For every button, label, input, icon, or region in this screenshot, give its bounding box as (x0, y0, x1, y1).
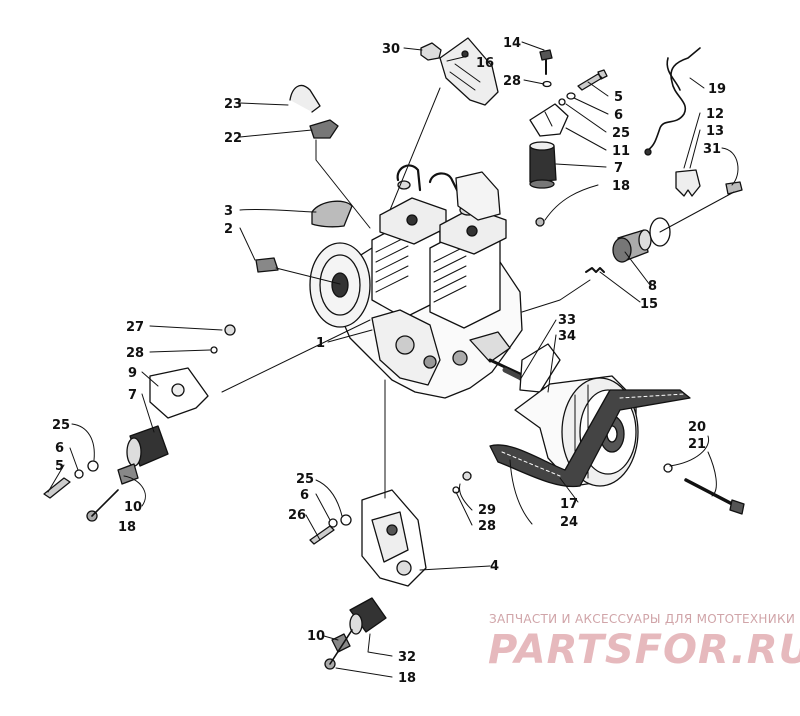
bracket-16 (439, 37, 499, 106)
bolt-5a (577, 69, 608, 91)
callout-33: 33 (558, 313, 576, 328)
cable-19 (647, 47, 701, 151)
callout-18: 18 (612, 179, 630, 194)
lockwasher-25a (558, 98, 566, 106)
washer-28b (210, 346, 218, 354)
bolt-26 (309, 525, 335, 545)
bolt-14 (539, 49, 553, 75)
callout-5: 5 (614, 90, 623, 105)
bolt-21 (684, 478, 745, 515)
lockwasher-25c (340, 514, 352, 526)
callout-labels: 30 16 14 28 5 6 25 11 7 18 19 12 13 31 2… (52, 36, 726, 686)
belt-24 (489, 389, 691, 488)
washer-6c (328, 518, 338, 528)
yoke-12 (675, 169, 701, 197)
callout-30: 30 (382, 42, 400, 57)
callout-7: 7 (614, 161, 623, 176)
bolt-5b (43, 477, 71, 499)
callout-7: 7 (128, 388, 137, 403)
hub-8 (612, 229, 652, 263)
callout-14: 14 (503, 36, 521, 51)
bolt-31 (725, 181, 743, 195)
nut-30 (420, 42, 442, 61)
bracket-9 (149, 367, 209, 419)
callout-28: 28 (126, 346, 144, 361)
callout-13: 13 (706, 124, 724, 139)
callout-12: 12 (706, 107, 724, 122)
callout-2: 2 (224, 222, 233, 237)
engine-assembly (309, 164, 548, 399)
washer-6a (566, 92, 576, 100)
leader-lines (47, 41, 739, 678)
nut-18a (535, 217, 545, 227)
callout-6: 6 (300, 488, 309, 503)
washer-10a (117, 463, 139, 485)
pad-2 (255, 257, 279, 273)
watermark-logo: PARTSFOR.RU (488, 627, 800, 673)
callout-16: 16 (476, 56, 494, 71)
callout-19: 19 (708, 82, 726, 97)
callout-27: 27 (126, 320, 144, 335)
clip-23 (289, 84, 321, 113)
washer-10b (331, 633, 351, 653)
washer-6b (74, 469, 84, 479)
callout-34: 34 (558, 329, 576, 344)
callout-28: 28 (503, 74, 521, 89)
callout-3: 3 (224, 204, 233, 219)
lockwasher-25b (87, 460, 99, 472)
bolt-29 (462, 471, 472, 481)
callout-25: 25 (296, 472, 314, 487)
callout-20: 20 (688, 420, 706, 435)
watermark-tagline: ЗАПЧАСТИ И АКСЕССУАРЫ ДЛЯ МОТОТЕХНИКИ (489, 612, 796, 626)
callout-29: 29 (478, 503, 496, 518)
callout-10: 10 (124, 500, 142, 515)
callout-32: 32 (398, 650, 416, 665)
callout-6: 6 (55, 441, 64, 456)
callout-18: 18 (118, 520, 136, 535)
callout-21: 21 (688, 437, 706, 452)
callout-23: 23 (224, 97, 242, 112)
washer-20 (663, 463, 673, 473)
callout-25: 25 (52, 418, 70, 433)
mount-7a (529, 145, 557, 183)
callout-26: 26 (288, 508, 306, 523)
callout-8: 8 (648, 279, 657, 294)
callout-18: 18 (398, 671, 416, 686)
callout-5: 5 (55, 459, 64, 474)
spring-15 (585, 267, 605, 273)
block-22 (309, 119, 339, 139)
shield-3 (311, 200, 353, 228)
callout-17: 17 (560, 497, 578, 512)
mount-32 (349, 597, 387, 635)
mount-7b (126, 425, 169, 467)
callout-1: 1 (316, 336, 325, 351)
callout-9: 9 (128, 366, 137, 381)
callout-4: 4 (490, 559, 499, 574)
callout-28: 28 (478, 519, 496, 534)
bolt-27 (224, 324, 236, 336)
callout-25: 25 (612, 126, 630, 141)
callout-6: 6 (614, 108, 623, 123)
callout-11: 11 (612, 144, 630, 159)
bracket-4 (361, 489, 427, 587)
callout-24: 24 (560, 515, 578, 530)
callout-15: 15 (640, 297, 658, 312)
callout-22: 22 (224, 131, 242, 146)
callout-10: 10 (307, 629, 325, 644)
callout-31: 31 (703, 142, 721, 157)
